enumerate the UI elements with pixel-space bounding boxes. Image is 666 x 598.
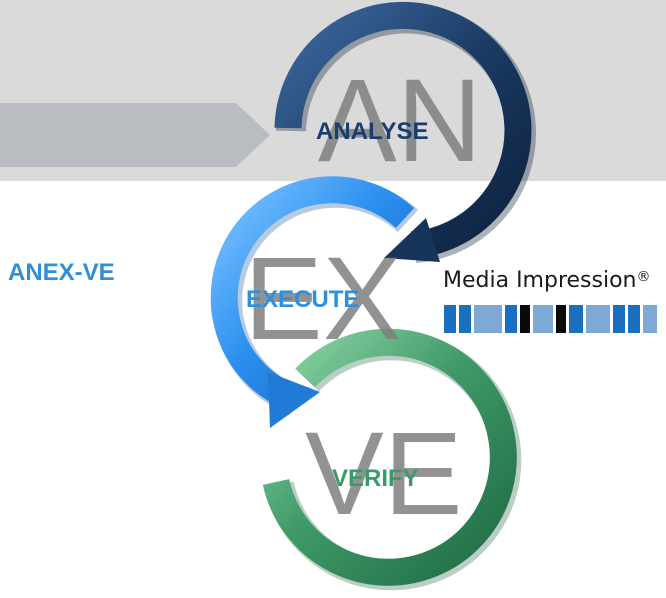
logo-registered-mark: ® [636, 269, 651, 285]
execute-label: EXECUTE [246, 286, 360, 313]
verify-label: VERIFY [332, 465, 419, 492]
verify-initials: VE [305, 408, 463, 540]
media-impression-logo: Media Impression® [443, 270, 666, 336]
execute-initials: EX [244, 233, 402, 365]
logo-barcode-icon [444, 305, 657, 333]
logo-wordmark: Media Impression® [443, 270, 651, 292]
analyse-initials: AN [318, 55, 482, 187]
logo-name: Media Impression [443, 268, 637, 293]
analyse-ring-arrow [274, 1, 536, 263]
diagram-title: ANEX-VE [8, 259, 115, 286]
verify-ring-arrow [262, 328, 522, 591]
analyse-label: ANALYSE [316, 118, 429, 145]
header-chevron-arrow [0, 103, 270, 167]
execute-ring-arrow [210, 176, 419, 428]
